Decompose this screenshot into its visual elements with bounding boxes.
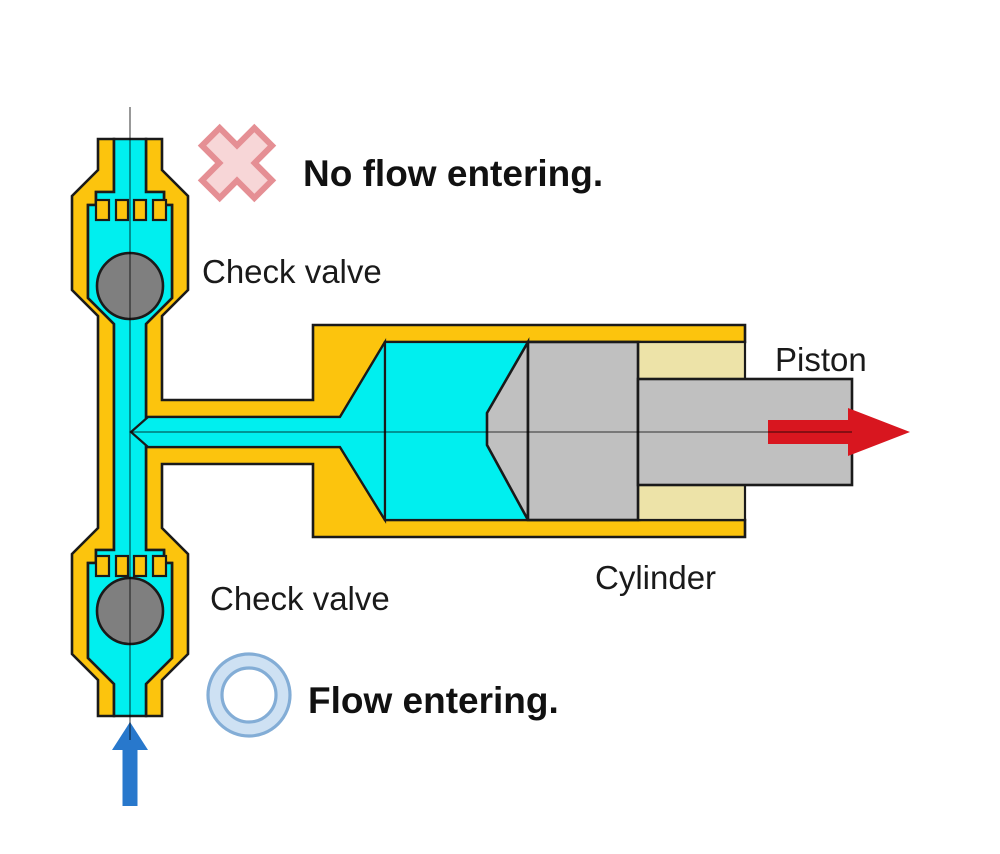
inlet-flow-arrow	[112, 722, 148, 806]
seat-tab	[94, 554, 111, 578]
piston-label: Piston	[775, 341, 867, 378]
check-valve-bottom-label: Check valve	[210, 580, 390, 617]
valve-seat-tabs-bottom	[94, 554, 168, 578]
flow-label: Flow entering.	[308, 680, 559, 721]
check-valve-top-label: Check valve	[202, 253, 382, 290]
valve-seat-tabs-top	[94, 198, 168, 222]
piston-body	[526, 340, 640, 522]
seat-tab	[151, 198, 168, 222]
cylinder-label: Cylinder	[595, 559, 716, 596]
cross-shape	[197, 123, 277, 203]
seat-tab	[132, 198, 148, 222]
seat-tab	[132, 554, 148, 578]
seat-tab	[151, 554, 168, 578]
ring-inner	[220, 666, 278, 724]
seat-tab	[94, 198, 111, 222]
seat-tab	[114, 554, 130, 578]
seat-tab	[114, 198, 130, 222]
flow-ring-icon	[206, 652, 292, 738]
no-flow-label: No flow entering.	[303, 153, 603, 194]
no-flow-cross-icon	[197, 123, 277, 203]
